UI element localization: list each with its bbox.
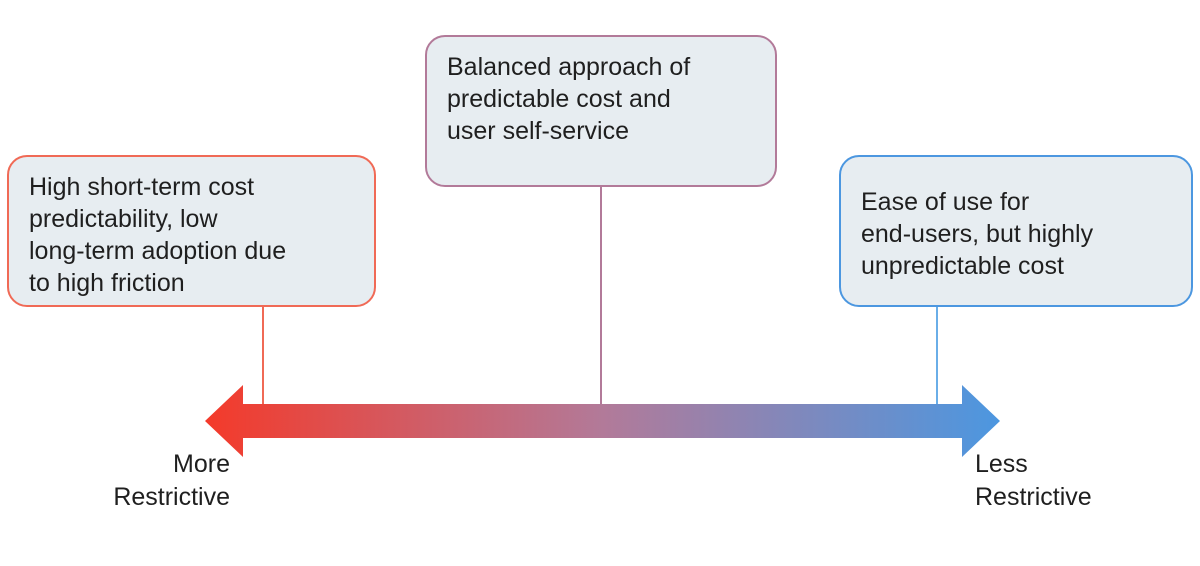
box-right-line-1: Ease of use for [861,188,1030,216]
box-middle-line-1: Balanced approach of [447,53,691,81]
more-restrictive-label: More Restrictive [40,448,230,514]
box-left-line-1: High short-term cost [29,173,255,201]
left-label-line-2: Restrictive [113,483,230,511]
high-restriction-description-box: High short-term cost predictability, low… [7,155,376,307]
box-left-line-4: to high friction [29,269,185,297]
box-left-line-2: predictability, low [29,205,218,233]
less-restrictive-label: Less Restrictive [975,448,1175,514]
left-label-line-1: More [173,450,230,478]
box-middle-line-2: predictable cost and [447,85,671,113]
low-restriction-description-box: Ease of use for end-users, but highly un… [839,155,1193,307]
right-label-line-1: Less [975,450,1028,478]
box-right-line-3: unpredictable cost [861,252,1064,280]
right-label-line-2: Restrictive [975,483,1092,511]
box-left-line-3: long-term adoption due [29,237,287,265]
double-headed-gradient-arrow [205,385,1000,457]
box-right-line-2: end-users, but highly [861,220,1094,248]
balanced-approach-description-box: Balanced approach of predictable cost an… [425,35,777,187]
box-middle-line-3: user self-service [447,117,629,145]
